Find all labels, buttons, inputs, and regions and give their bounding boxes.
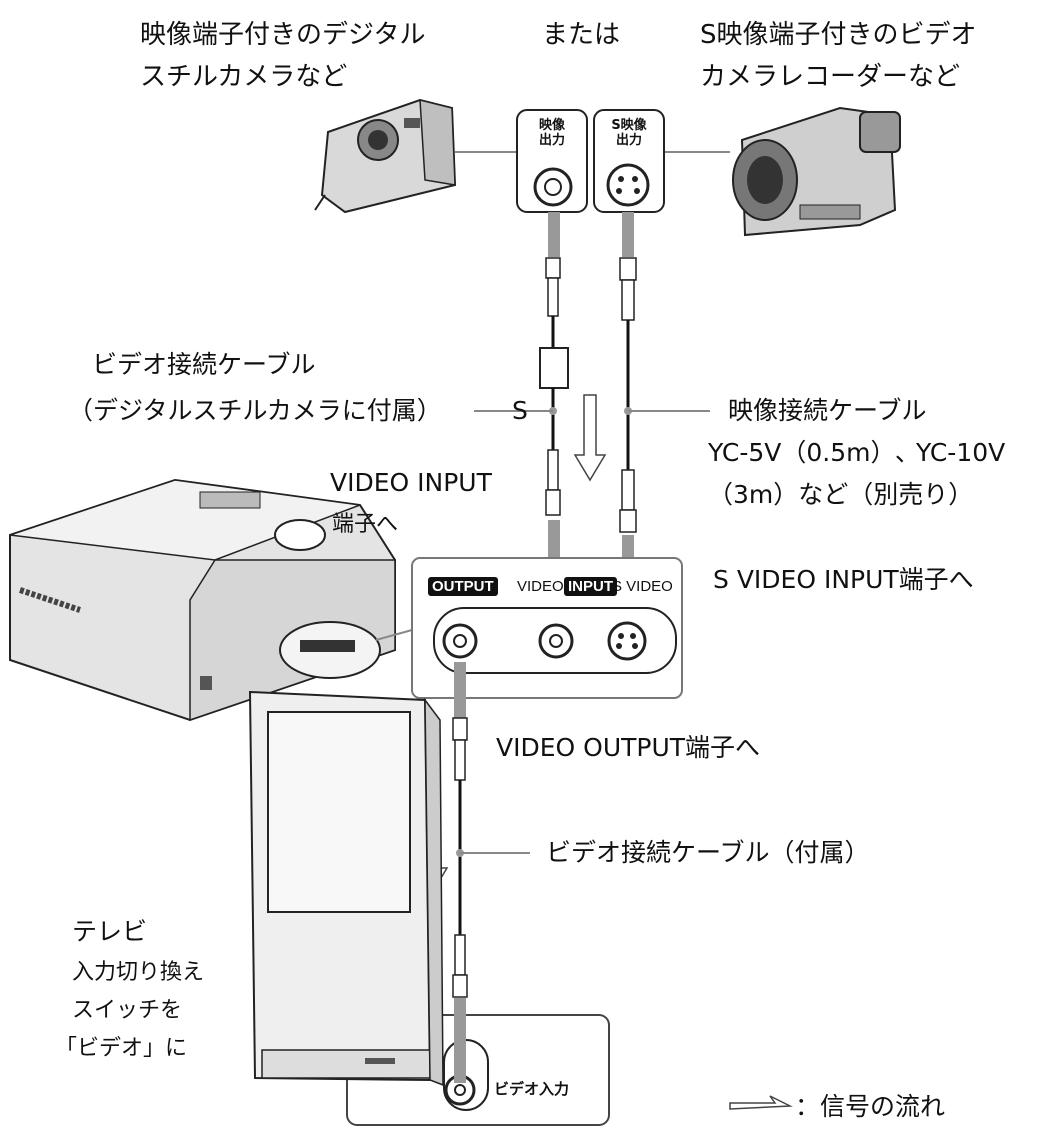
legend-label: ：信号の流れ [795,1092,946,1121]
s-video-cable-label-3: （3m）など（別売り） [708,480,974,509]
tv-icon [248,690,610,1126]
panel-video-label: VIDEO [517,578,564,595]
video-camera-icon [732,106,901,237]
video-out-tag: 映像 出力 [520,118,584,148]
panel-input-label: INPUT [564,577,617,596]
panel-input-text: INPUT [564,577,617,596]
s-video-out-tag-1: S映像 [611,118,647,133]
digital-camera-label-1: 映像端子付きのデジタル [140,20,426,50]
s-video-out-tag-2: 出力 [615,133,642,148]
s-video-input-to-label: S VIDEO INPUT端子へ [713,565,974,594]
s-video-input-jack [607,621,647,661]
s-mark-label: S [512,396,528,425]
s-video-cable-right [619,257,637,533]
panel-output-label: OUTPUT [428,577,498,596]
s-video-out-tag: S映像 出力 [597,118,661,148]
video-cable-bottom [452,717,468,998]
or-label: または [542,20,621,50]
tv-label-1: テレビ [72,917,148,946]
tv-video-in-label: ビデオ入力 [494,1080,570,1098]
digital-camera-icon [314,98,457,214]
printer-unit-icon [9,478,413,722]
signal-flow-arrow-1 [573,394,607,482]
panel-s-video-label: S VIDEO [612,578,673,595]
video-out-tag-2: 出力 [538,133,565,148]
tv-label-4: 「ビデオ」に [55,1036,188,1061]
tv-label-2: 入力切り換え [72,960,205,985]
video-input-to-label-1: VIDEO INPUT [330,468,492,497]
video-cable-camera-label-2: （デジタルスチルカメラに付属） [68,396,442,425]
legend-arrow-icon [729,1095,793,1110]
video-cable-camera-label-1: ビデオ接続ケーブル [92,350,316,379]
video-input-to-label-2: 端子へ [332,512,399,537]
panel-output-text: OUTPUT [428,577,498,596]
digital-camera-label-2: スチルカメラなど [140,62,348,92]
s-video-cable-label-2: YC-5V（0.5m）､ YC-10V [708,438,1006,467]
s-video-camera-label-2: カメラレコーダーなど [700,62,961,92]
video-output-to-label: VIDEO OUTPUT端子へ [496,733,761,762]
tv-label-3: スイッチを [72,998,183,1023]
video-cable-left [539,257,569,516]
s-video-camera-label-1: S映像端子付きのビデオ [700,20,977,50]
video-cable-included-label: ビデオ接続ケーブル（付属） [546,838,870,867]
s-video-cable-label-1: 映像接続ケーブル [728,396,927,425]
video-out-tag-1: 映像 [538,118,565,133]
